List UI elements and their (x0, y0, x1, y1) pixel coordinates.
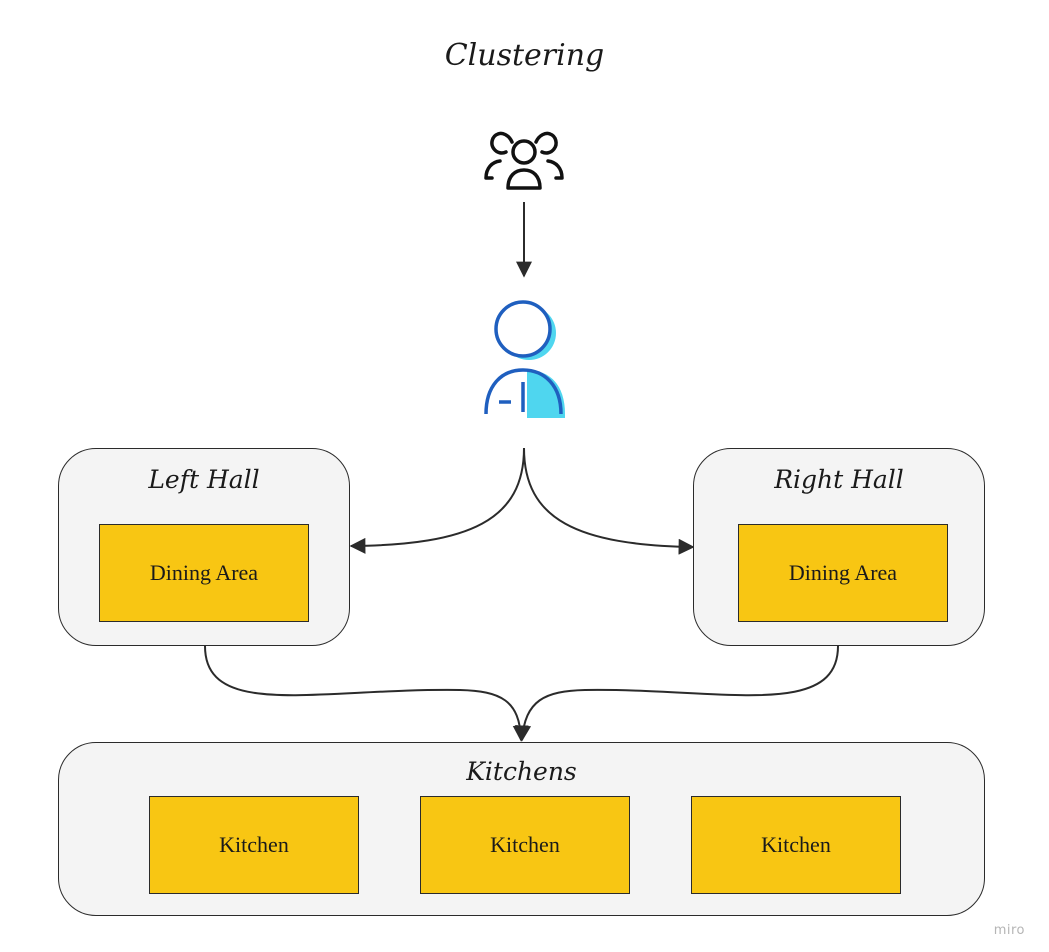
person-icon (481, 298, 571, 427)
kitchen-box: Kitchen (149, 796, 359, 894)
arrow-waiter-to-left-hall (349, 447, 525, 554)
arrow-right-hall-to-kitchens (515, 645, 839, 742)
kitchen-label: Kitchen (219, 832, 289, 857)
kitchen-box: Kitchen (420, 796, 630, 894)
kitchen-label: Kitchen (490, 832, 560, 857)
left-hall-group: Left Hall Dining Area (58, 448, 350, 646)
kitchen-label: Kitchen (761, 832, 831, 857)
right-dining-area-box: Dining Area (738, 524, 948, 622)
arrow-waiter-to-right-hall (523, 447, 695, 555)
left-dining-area-box: Dining Area (99, 524, 309, 622)
users-group-icon (482, 126, 566, 199)
kitchen-box: Kitchen (691, 796, 901, 894)
kitchens-group: Kitchens Kitchen Kitchen Kitchen (58, 742, 985, 916)
arrow-left-hall-to-kitchens (204, 645, 529, 742)
right-hall-group: Right Hall Dining Area (693, 448, 985, 646)
left-hall-label: Left Hall (148, 465, 260, 494)
right-hall-label: Right Hall (774, 465, 904, 494)
right-dining-area-label: Dining Area (788, 560, 898, 585)
kitchens-label: Kitchens (466, 757, 577, 786)
left-dining-area-label: Dining Area (149, 560, 259, 585)
miro-watermark: miro (993, 923, 1025, 938)
diagram-title: Clustering (444, 38, 605, 73)
